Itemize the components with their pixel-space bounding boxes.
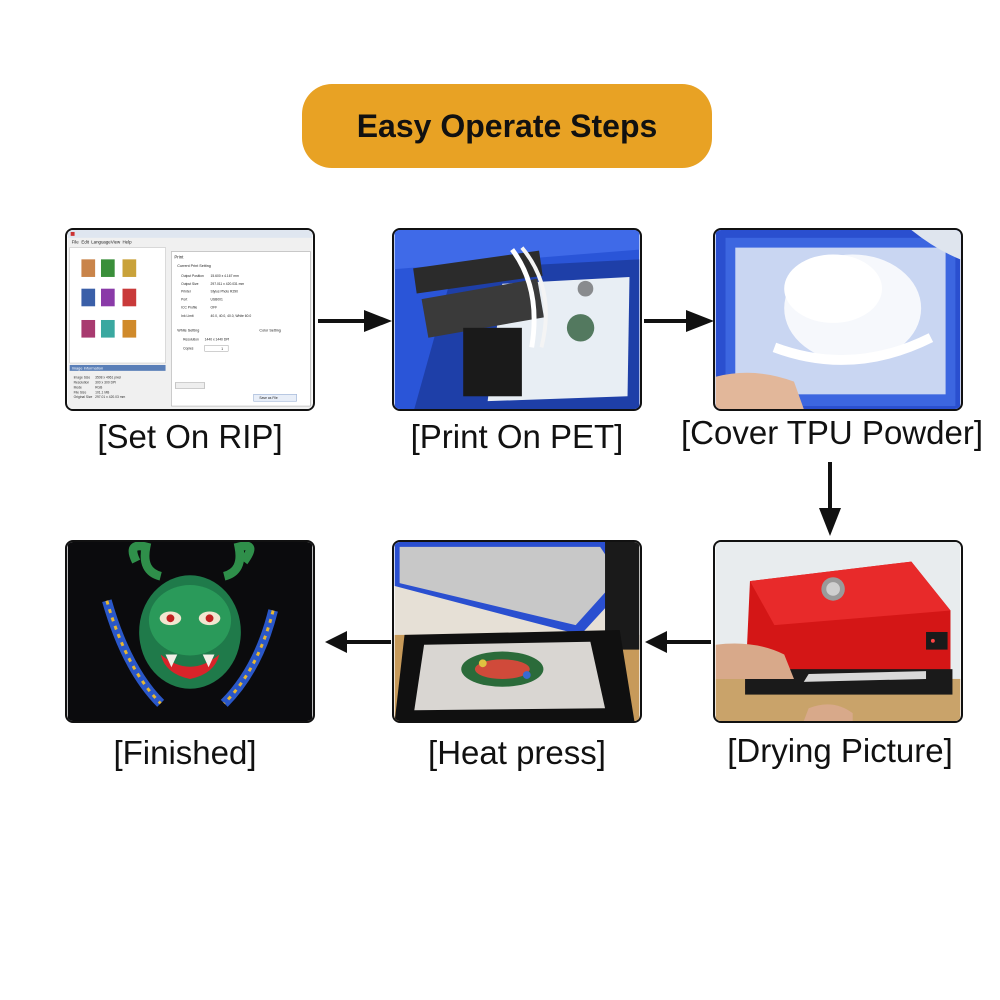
printer-photo: [394, 230, 640, 409]
menu-help[interactable]: Help: [123, 240, 133, 245]
arrow-down-icon: [819, 462, 841, 536]
menu-view[interactable]: View: [111, 240, 121, 245]
menu-edit[interactable]: Edit: [81, 240, 89, 245]
field-label-1: Output Size: [181, 282, 198, 286]
copies-value: 1: [221, 347, 223, 351]
step-4-image: [713, 540, 963, 723]
field-value-0: 15.600 x 4.167 mm: [211, 274, 240, 278]
step-1-image: File Edit Language View Help Image Infor…: [65, 228, 315, 411]
copies-label: Copies: [183, 346, 194, 350]
rip-software-screenshot: File Edit Language View Help Image Infor…: [67, 230, 313, 409]
save-as-file-button[interactable]: [253, 394, 297, 402]
field-label-5: Ink Limit: [181, 314, 193, 318]
arrow-left-icon: [325, 631, 391, 653]
field-value-2: Stylus Photo R290: [211, 290, 239, 294]
field-value-3: USB001: [211, 297, 223, 301]
arrow-left-icon: [645, 631, 711, 653]
sticker-thumbnails: [81, 259, 137, 338]
step-3-image: [713, 228, 963, 411]
dryer-oven-photo: [715, 542, 961, 721]
finished-shirt-photo: [67, 542, 313, 721]
save-as-file-label: Save as File: [259, 396, 277, 400]
field-value-5: 40.0, 40.0, 40.0, White 60.0: [211, 314, 252, 318]
step-6-image: [65, 540, 315, 723]
info-label-0: Image Size: [74, 376, 91, 380]
option-checkbox-area[interactable]: [175, 382, 205, 389]
field-value-1: 297.011 x 420.031 mm: [211, 282, 245, 286]
info-label-2: Mode: [74, 385, 82, 389]
current-setting-label: Current Print Setting: [177, 264, 211, 268]
step-5-image: [392, 540, 642, 723]
info-value-1: 300 x 300 DPI: [95, 381, 116, 385]
page-title: Easy Operate Steps: [356, 107, 658, 144]
image-info-header: Image Information: [72, 365, 103, 370]
caption-step-1: [Set On RIP]: [97, 418, 283, 455]
copies-field[interactable]: [204, 345, 229, 352]
info-value-4: 297.01 x 420.03 mm: [95, 395, 125, 399]
field-value-4: OFF: [211, 305, 218, 309]
arrow-right-icon: [644, 310, 714, 332]
menu-file[interactable]: File: [72, 240, 80, 245]
color-setting-label: Color Setting: [259, 329, 280, 333]
caption-step-6: [Finished]: [113, 734, 257, 771]
white-setting-label: White Setting: [177, 329, 199, 333]
caption-step-2: [Print On PET]: [410, 418, 624, 455]
field-label-4: ICC Profile: [181, 305, 197, 309]
heat-press-photo: [394, 542, 640, 721]
step-2-image: [392, 228, 642, 411]
field-label-3: Port: [181, 297, 187, 301]
info-label-3: File Size: [74, 390, 87, 394]
powder-tray-photo: [715, 230, 961, 409]
field-label-0: Output Position: [181, 274, 204, 278]
title-banner: Easy Operate Steps: [302, 84, 712, 168]
info-label-1: Resolution: [74, 381, 90, 385]
info-value-3: 101.1 MB: [95, 390, 110, 394]
arrow-right-icon: [318, 310, 392, 332]
menu-language[interactable]: Language: [91, 240, 111, 245]
info-value-2: RGB: [95, 385, 103, 389]
caption-step-4: [Drying Picture]: [727, 732, 953, 769]
info-label-4: Original Size: [74, 395, 93, 399]
info-value-0: 3508 x 4961 pixel: [95, 376, 121, 380]
dialog-title: Print: [174, 254, 184, 259]
field-label-2: Printer: [181, 290, 192, 294]
resolution-value: 1440 x 1440 DPI: [205, 338, 230, 342]
resolution-label: Resolution: [183, 338, 199, 342]
caption-step-5: [Heat press]: [428, 734, 606, 771]
caption-step-3: [Cover TPU Powder]: [681, 414, 983, 451]
